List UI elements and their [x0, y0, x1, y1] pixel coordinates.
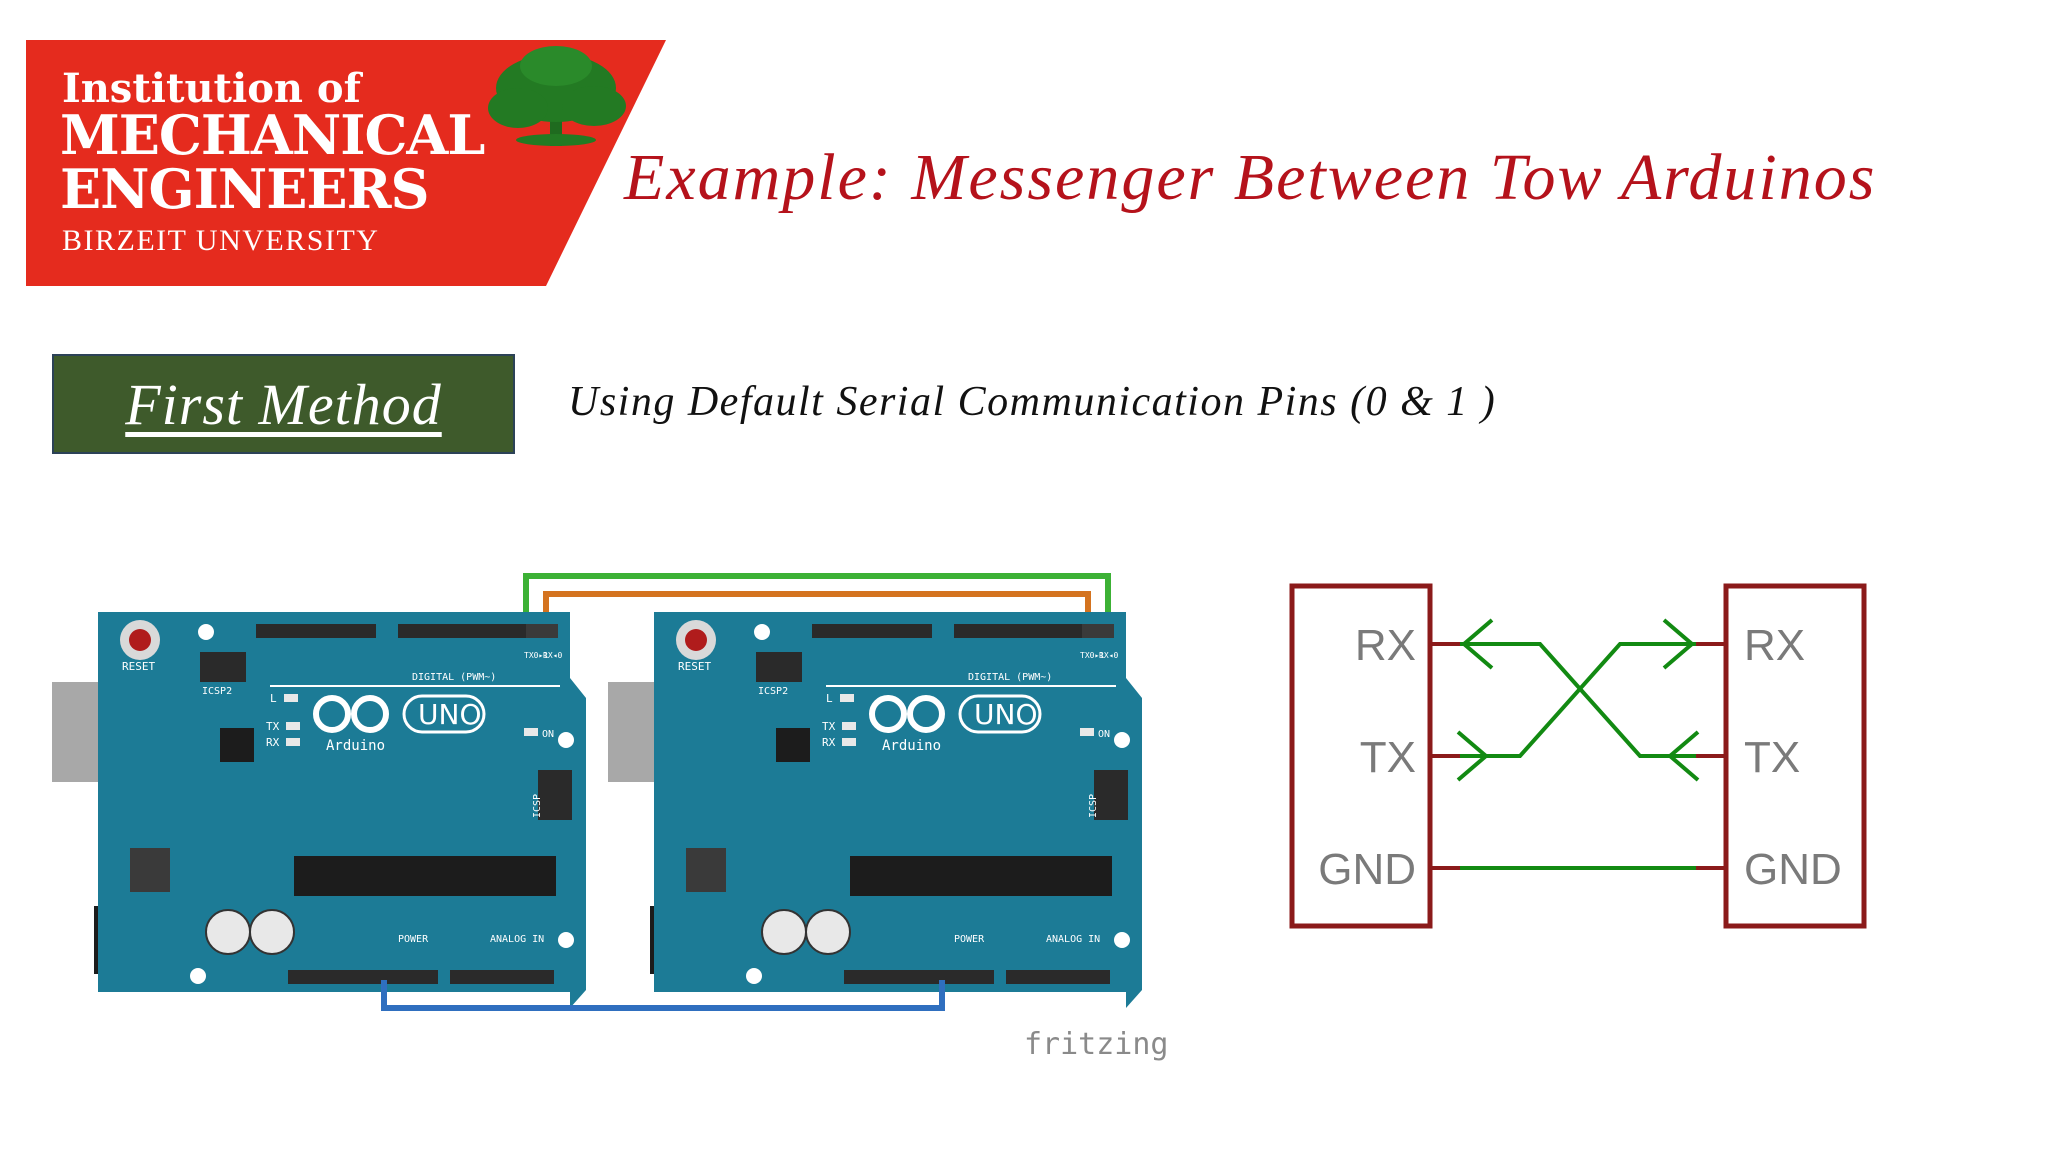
- logo-line1: Institution of: [62, 65, 364, 112]
- slide-title: Example: Messenger Between Tow Arduinos: [624, 141, 1877, 214]
- left-pin-gnd: GND: [1318, 845, 1416, 894]
- right-pin-rx: RX: [1744, 621, 1805, 670]
- fritzing-label: fritzing: [1024, 1027, 1169, 1062]
- tx-led-label: TX: [822, 720, 836, 733]
- reset-label: RESET: [122, 660, 155, 673]
- arduino-label: Arduino: [326, 738, 385, 754]
- tree-icon: [488, 46, 626, 146]
- reset-button: [129, 629, 151, 651]
- arduino-board-1: RESET ICSP2 DIGITAL (PWM~) TX0▸1 RX◂0 UN…: [52, 612, 586, 1008]
- blue-gnd-wire: [381, 980, 945, 1011]
- serial-crossover-schematic: RX TX GND RX TX GND: [1280, 570, 1880, 940]
- arduino-board-2: RESET ICSP2 DIGITAL (PWM~) TX0▸1 RX◂0 UN…: [608, 612, 1142, 1008]
- logo-line4: BIRZEIT UNVERSITY: [62, 224, 379, 257]
- method-description: Using Default Serial Communication Pins …: [568, 379, 1497, 425]
- arduino-infinity-icon: [313, 695, 389, 733]
- arduino-label: Arduino: [882, 738, 941, 754]
- l-led-label: L: [270, 692, 277, 705]
- icsp-label: ICSP: [532, 794, 543, 818]
- icsp-label: ICSP: [1088, 794, 1099, 818]
- icsp2-label: ICSP2: [202, 686, 232, 697]
- on-led-label: ON: [542, 729, 554, 740]
- uno-label: UNO: [974, 698, 1037, 731]
- method-box: First Method: [52, 354, 515, 454]
- rx-pin-label: RX◂0: [543, 651, 562, 660]
- uno-label: UNO: [418, 698, 481, 731]
- digital-label: DIGITAL (PWM~): [412, 672, 496, 683]
- microcontroller-chip: [294, 856, 556, 896]
- rx-pin-label: RX◂0: [1099, 651, 1118, 660]
- rx-led-label: RX: [266, 736, 280, 749]
- analog-label: ANALOG IN: [490, 934, 544, 945]
- tx-pin-label: TX0▸1: [1080, 651, 1104, 660]
- reset-label: RESET: [678, 660, 711, 673]
- l-led-label: L: [826, 692, 833, 705]
- right-pin-tx: TX: [1744, 733, 1800, 782]
- analog-label: ANALOG IN: [1046, 934, 1100, 945]
- icsp2-label: ICSP2: [758, 686, 788, 697]
- left-pin-rx: RX: [1355, 621, 1416, 670]
- on-led-label: ON: [1098, 729, 1110, 740]
- logo-line2: MECHANICAL: [60, 103, 484, 167]
- arrow-left-tx: [1456, 730, 1490, 782]
- rx-led-label: RX: [822, 736, 836, 749]
- arduino-infinity-icon: [869, 695, 945, 733]
- method-label: First Method: [125, 371, 442, 437]
- arrow-left-rx: [1460, 618, 1494, 670]
- arrow-right-tx: [1666, 730, 1700, 782]
- wire-rx-left-to-tx-right: [1460, 642, 1696, 758]
- arrow-right-rx: [1662, 618, 1696, 670]
- microcontroller-chip: [850, 856, 1112, 896]
- right-pin-gnd: GND: [1744, 845, 1842, 894]
- tx-pin-label: TX0▸1: [524, 651, 548, 660]
- institution-logo: Institution of MECHANICAL ENGINEERS BIRZ…: [26, 28, 676, 288]
- power-label: POWER: [954, 934, 985, 945]
- logo-line3: ENGINEERS: [60, 157, 428, 221]
- digital-label: DIGITAL (PWM~): [968, 672, 1052, 683]
- tx-led-label: TX: [266, 720, 280, 733]
- power-label: POWER: [398, 934, 429, 945]
- arduino-boards-diagram: RESET ICSP2 DIGITAL (PWM~) TX0▸1 RX◂0 UN…: [40, 560, 1180, 1080]
- green-wire: [523, 573, 1111, 638]
- left-pin-tx: TX: [1360, 733, 1416, 782]
- wire-tx-left-to-rx-right: [1460, 642, 1696, 758]
- reset-button: [685, 629, 707, 651]
